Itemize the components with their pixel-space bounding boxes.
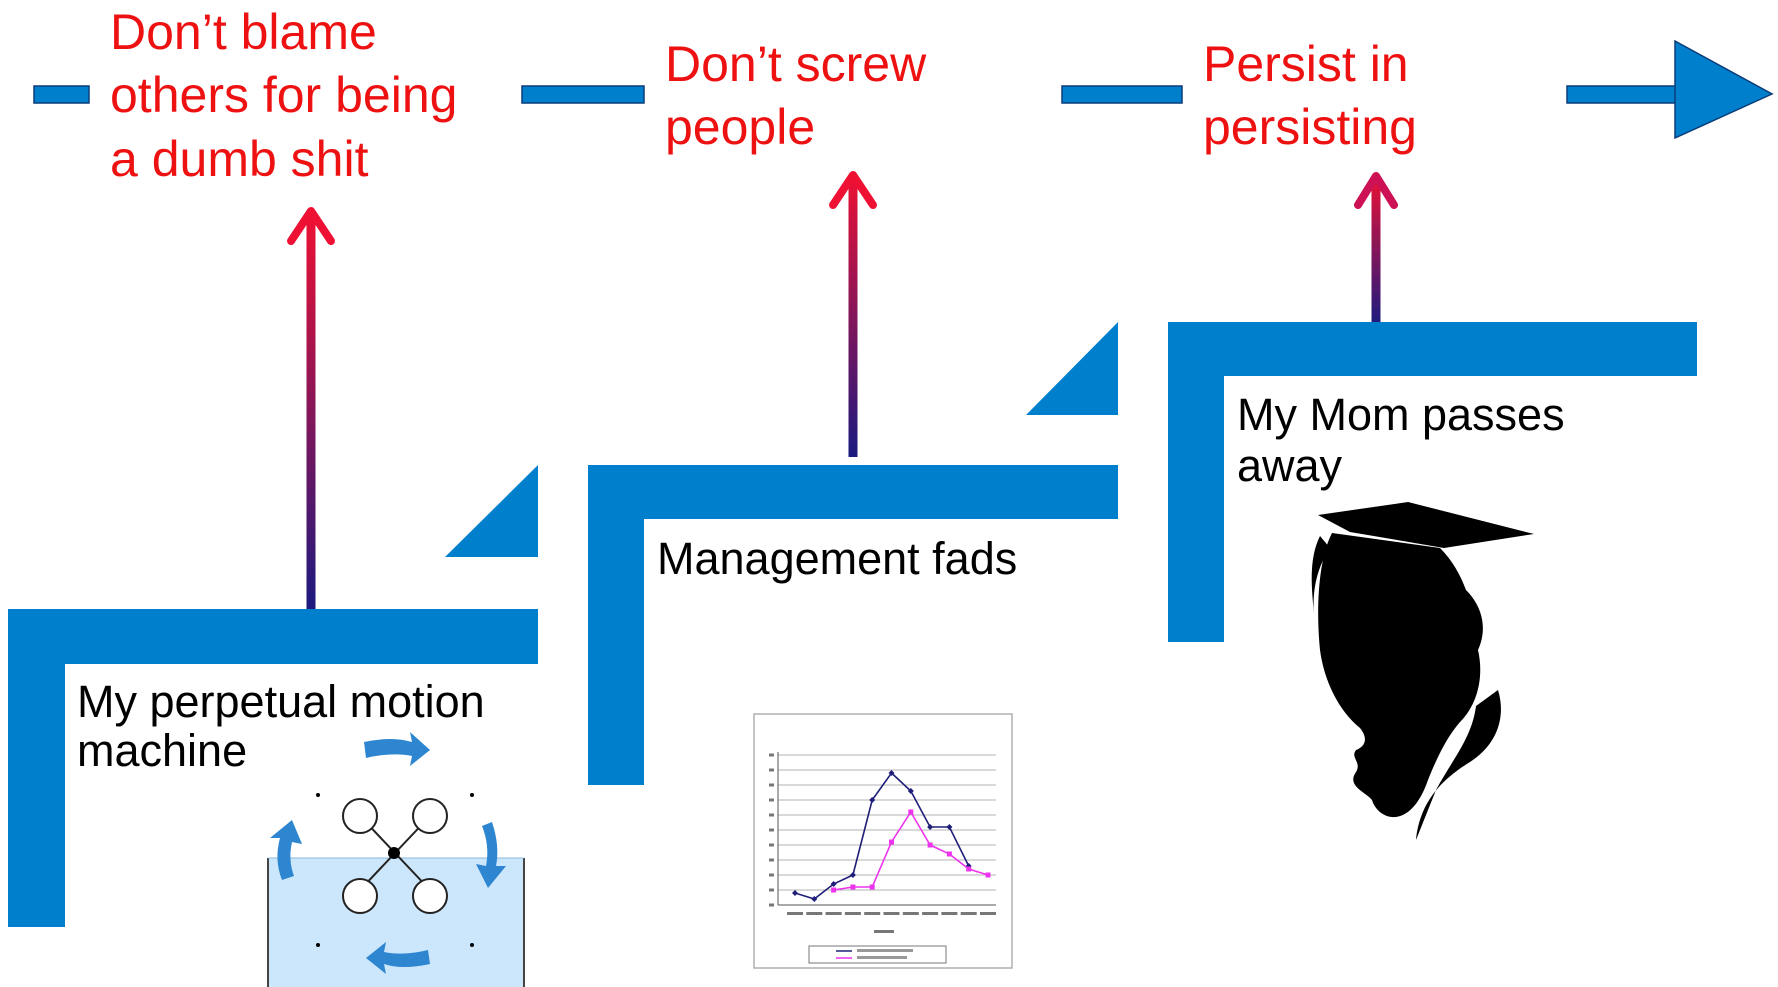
chart-series-1-point — [907, 788, 914, 794]
fad-trend-chart-icon — [753, 713, 1013, 969]
chart-y-tick-label — [769, 843, 774, 847]
chart-series-2-point — [889, 839, 894, 845]
chart-x-tick-label — [787, 912, 803, 915]
event-3-line: away — [1237, 440, 1343, 491]
lesson-1: Don’t blame others for being a dumb shit — [110, 4, 471, 187]
chart-x-tick-label — [960, 912, 977, 915]
timeline-segment — [1061, 85, 1183, 104]
chart-series-2-point — [831, 887, 837, 893]
chart-x-tick-label — [806, 912, 823, 915]
chart-series-1-point — [927, 824, 934, 830]
lesson-3-line: Persist in — [1203, 36, 1409, 92]
chart-series-2-point — [850, 884, 856, 890]
chart-x-tick-label — [980, 912, 996, 915]
chart-x-tick-label — [941, 912, 958, 915]
chart-x-tick-label — [864, 912, 881, 915]
chart-y-tick-label — [769, 768, 774, 772]
chart-tick-labels — [769, 753, 996, 915]
chart-series-1-point — [869, 797, 876, 803]
chart-series-2-point — [927, 842, 933, 848]
chart-y-tick-label — [769, 783, 774, 787]
lesson-1-line: a dumb shit — [110, 131, 369, 187]
chart-y-tick-label — [769, 828, 774, 832]
event-1-line: My perpetual motion — [77, 676, 485, 727]
timeline-segment — [33, 85, 90, 104]
step-corner-2 — [1026, 322, 1118, 415]
chart-series-2-point — [985, 872, 991, 878]
perpetual-motion-machine-icon — [267, 732, 525, 987]
chart-y-tick-label — [769, 858, 774, 862]
chart-y-tick-label — [769, 813, 774, 817]
chart-series-2-point — [966, 866, 972, 872]
steps — [8, 322, 1697, 927]
step-3 — [1168, 322, 1697, 642]
chart-series — [792, 770, 991, 902]
chart-x-tick-label — [883, 912, 900, 915]
timeline-arrowhead-icon — [1674, 39, 1774, 140]
chart-legend-box — [808, 945, 947, 964]
chart-series-1-point — [849, 872, 856, 878]
chart-x-tick-label — [922, 912, 939, 915]
step-corner-1 — [445, 465, 538, 557]
chart-series-1-point — [830, 881, 837, 887]
chart-x-tick-label — [844, 912, 861, 915]
lesson-1-line: others for being — [110, 67, 457, 123]
chart-series-2-point — [869, 884, 875, 890]
chart-series-1-point — [946, 824, 953, 830]
chart-y-tick-label — [769, 798, 774, 802]
lesson-2-line: people — [665, 99, 815, 155]
chart-series-1-line — [794, 771, 970, 900]
lesson-arrow-1 — [287, 207, 335, 612]
chart-series-1-point — [888, 770, 895, 776]
timeline — [33, 39, 1774, 140]
chart-y-tick-label — [769, 753, 774, 757]
lesson-2: Don’t screw people — [665, 36, 940, 155]
event-2-line: Management fads — [657, 533, 1017, 584]
chart-series-1-point — [792, 890, 798, 896]
chart-gridlines — [778, 754, 996, 906]
lesson-arrow-3 — [1354, 172, 1398, 325]
chart-series-1-point — [811, 896, 818, 902]
chart-series-2-point — [946, 851, 952, 857]
timeline-segment — [521, 85, 645, 104]
event-3-line: My Mom passes — [1237, 389, 1565, 440]
lesson-3: Persist in persisting — [1203, 36, 1423, 155]
chart-y-tick-label — [769, 903, 774, 907]
lesson-arrow-2 — [829, 171, 877, 457]
chart-x-tick-label — [825, 912, 842, 915]
timeline-segment — [1566, 85, 1678, 104]
lesson-2-line: Don’t screw — [665, 36, 927, 92]
graduate-woman-silhouette-icon — [1311, 502, 1534, 840]
event-1: My perpetual motion machine — [77, 676, 497, 776]
event-3: My Mom passes away — [1237, 389, 1577, 491]
lesson-1-line: Don’t blame — [110, 4, 377, 60]
step-2 — [588, 465, 1118, 785]
chart-x-tick-label — [902, 912, 919, 915]
event-1-line: machine — [77, 725, 247, 776]
chart-y-tick-label — [769, 873, 774, 877]
chart-series-2-point — [908, 809, 914, 815]
lesson-3-line: persisting — [1203, 99, 1417, 155]
step-1 — [8, 609, 538, 927]
chart-y-tick-label — [769, 888, 774, 892]
event-2: Management fads — [657, 533, 1017, 584]
